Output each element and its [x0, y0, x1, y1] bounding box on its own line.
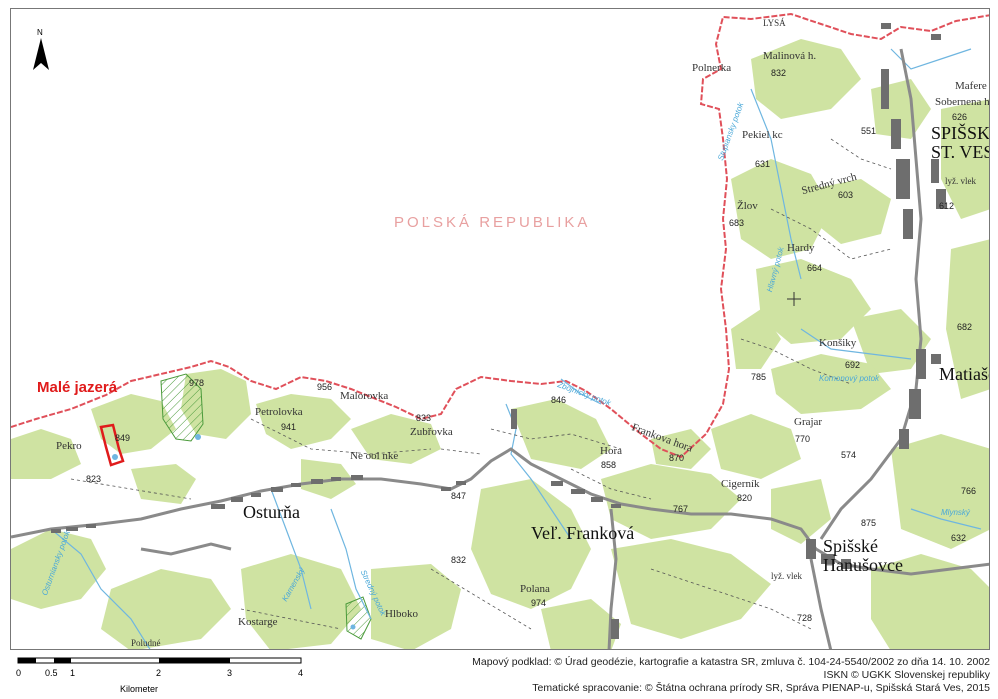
elevation-label: 978 [189, 378, 205, 388]
scale-bar [17, 657, 302, 664]
place-label: lyž. vlek [771, 571, 802, 581]
elevation-label: 847 [451, 491, 467, 501]
place-label: Malinová h. [763, 50, 817, 62]
elevation-label: 664 [807, 263, 823, 273]
town-label: Matiašo [939, 364, 989, 384]
map-credits: Mapový podklad: © Úrad geodézie, kartogr… [472, 656, 990, 695]
place-label: Cigerník [721, 478, 760, 490]
topographic-map[interactable] [11, 9, 990, 650]
town-label: SPIŠSKÁ [931, 123, 990, 143]
elevation-label: 875 [861, 518, 877, 528]
elevation-label: 766 [961, 486, 977, 496]
forest-areas [11, 39, 989, 649]
lake-dots [112, 434, 356, 630]
town-label: Veľ. Franková [531, 523, 635, 543]
town-label: Hanušovce [823, 555, 903, 575]
site-label[interactable]: Malé jazerá [37, 379, 118, 396]
elevation-label: 683 [729, 218, 745, 228]
scale-tick: 2 [156, 668, 162, 678]
map-frame[interactable]: POĽSKÁ REPUBLIKA Malé jazerá Osturňa Veľ… [10, 8, 990, 650]
place-label: Hardy [787, 242, 815, 254]
country-label: POĽSKÁ REPUBLIKA [394, 214, 591, 231]
credits-line: Mapový podklad: © Úrad geodézie, kartogr… [472, 656, 990, 668]
place-label: Sobernena h [935, 96, 990, 108]
elevation-label: 941 [281, 422, 297, 432]
settlement-blocks [51, 23, 946, 639]
elevation-label: 849 [115, 433, 131, 443]
place-label: Ne ool nke [350, 450, 399, 462]
streams [50, 48, 982, 649]
elevation-label: 833 [416, 413, 432, 423]
place-label: Mafere [955, 80, 987, 92]
place-label: Grajar [794, 416, 823, 428]
place-label: Žlov [737, 200, 758, 212]
elevation-label: 785 [751, 372, 767, 382]
survey-marks [787, 292, 801, 306]
place-label: Pekiel kc [742, 129, 783, 141]
place-label: Zubřovka [410, 426, 453, 438]
elevation-label: 612 [939, 201, 955, 211]
elevation-label: 858 [601, 460, 617, 470]
credits-line: Tematické spracovanie: © Štátna ochrana … [532, 682, 990, 694]
scale-tick: 4 [298, 668, 304, 678]
hatched-area [160, 373, 204, 442]
elevation-label: 682 [957, 322, 973, 332]
place-label: Hora [600, 445, 622, 457]
place-label: Petrolovka [255, 406, 303, 418]
town-label: ST. VES [931, 142, 990, 162]
roads [11, 48, 989, 649]
place-label: Polnerka [692, 62, 732, 74]
state-border [11, 12, 989, 459]
town-label: Spišské [823, 536, 879, 556]
scale-tick: 1 [70, 668, 76, 678]
elevation-label: 846 [551, 395, 567, 405]
north-arrow-icon [33, 38, 49, 70]
scale-tick: 3 [227, 668, 233, 678]
elevation-label: 574 [841, 450, 857, 460]
north-letter: N [37, 28, 43, 37]
elevation-label: 626 [952, 112, 968, 122]
stream-label: Mlynský [941, 508, 970, 517]
credits-line: ISKN © UGKK Slovenskej republiky [823, 669, 990, 681]
elevation-label: 603 [838, 190, 854, 200]
place-label: Konšiky [819, 337, 857, 349]
elevation-label: 551 [861, 126, 877, 136]
place-label: Hlboko [385, 608, 418, 620]
stream-label: Kornonový potok [819, 374, 880, 383]
elevation-label: 770 [795, 434, 811, 444]
elevation-label: 823 [86, 474, 102, 484]
place-label: Pekro [56, 440, 82, 452]
scale-tick: 0 [16, 668, 22, 678]
scale-unit: Kilometer [120, 684, 159, 694]
place-label: Polana [520, 583, 550, 595]
elevation-label: 767 [673, 504, 689, 514]
elevation-label: 974 [531, 598, 547, 608]
elevation-label: 692 [845, 360, 861, 370]
elevation-label: 956 [317, 382, 333, 392]
dashed-paths [70, 138, 892, 630]
site-polygon [99, 423, 125, 467]
elevation-label: 631 [755, 159, 771, 169]
place-label: Poludné [131, 638, 161, 648]
elevation-label: 728 [797, 613, 813, 623]
elevation-label: 832 [771, 68, 787, 78]
scale-tick: 0.5 [45, 668, 58, 678]
place-label: lyž. vlek [945, 176, 976, 186]
place-label: Kostarge [238, 616, 278, 628]
place-label: LYSÁ [763, 18, 786, 28]
elevation-label: 632 [951, 533, 967, 543]
elevation-label: 870 [669, 453, 685, 463]
elevation-label: 820 [737, 493, 753, 503]
elevation-label: 832 [451, 555, 467, 565]
town-label: Osturňa [243, 502, 300, 522]
place-label: Malorovka [340, 390, 389, 402]
